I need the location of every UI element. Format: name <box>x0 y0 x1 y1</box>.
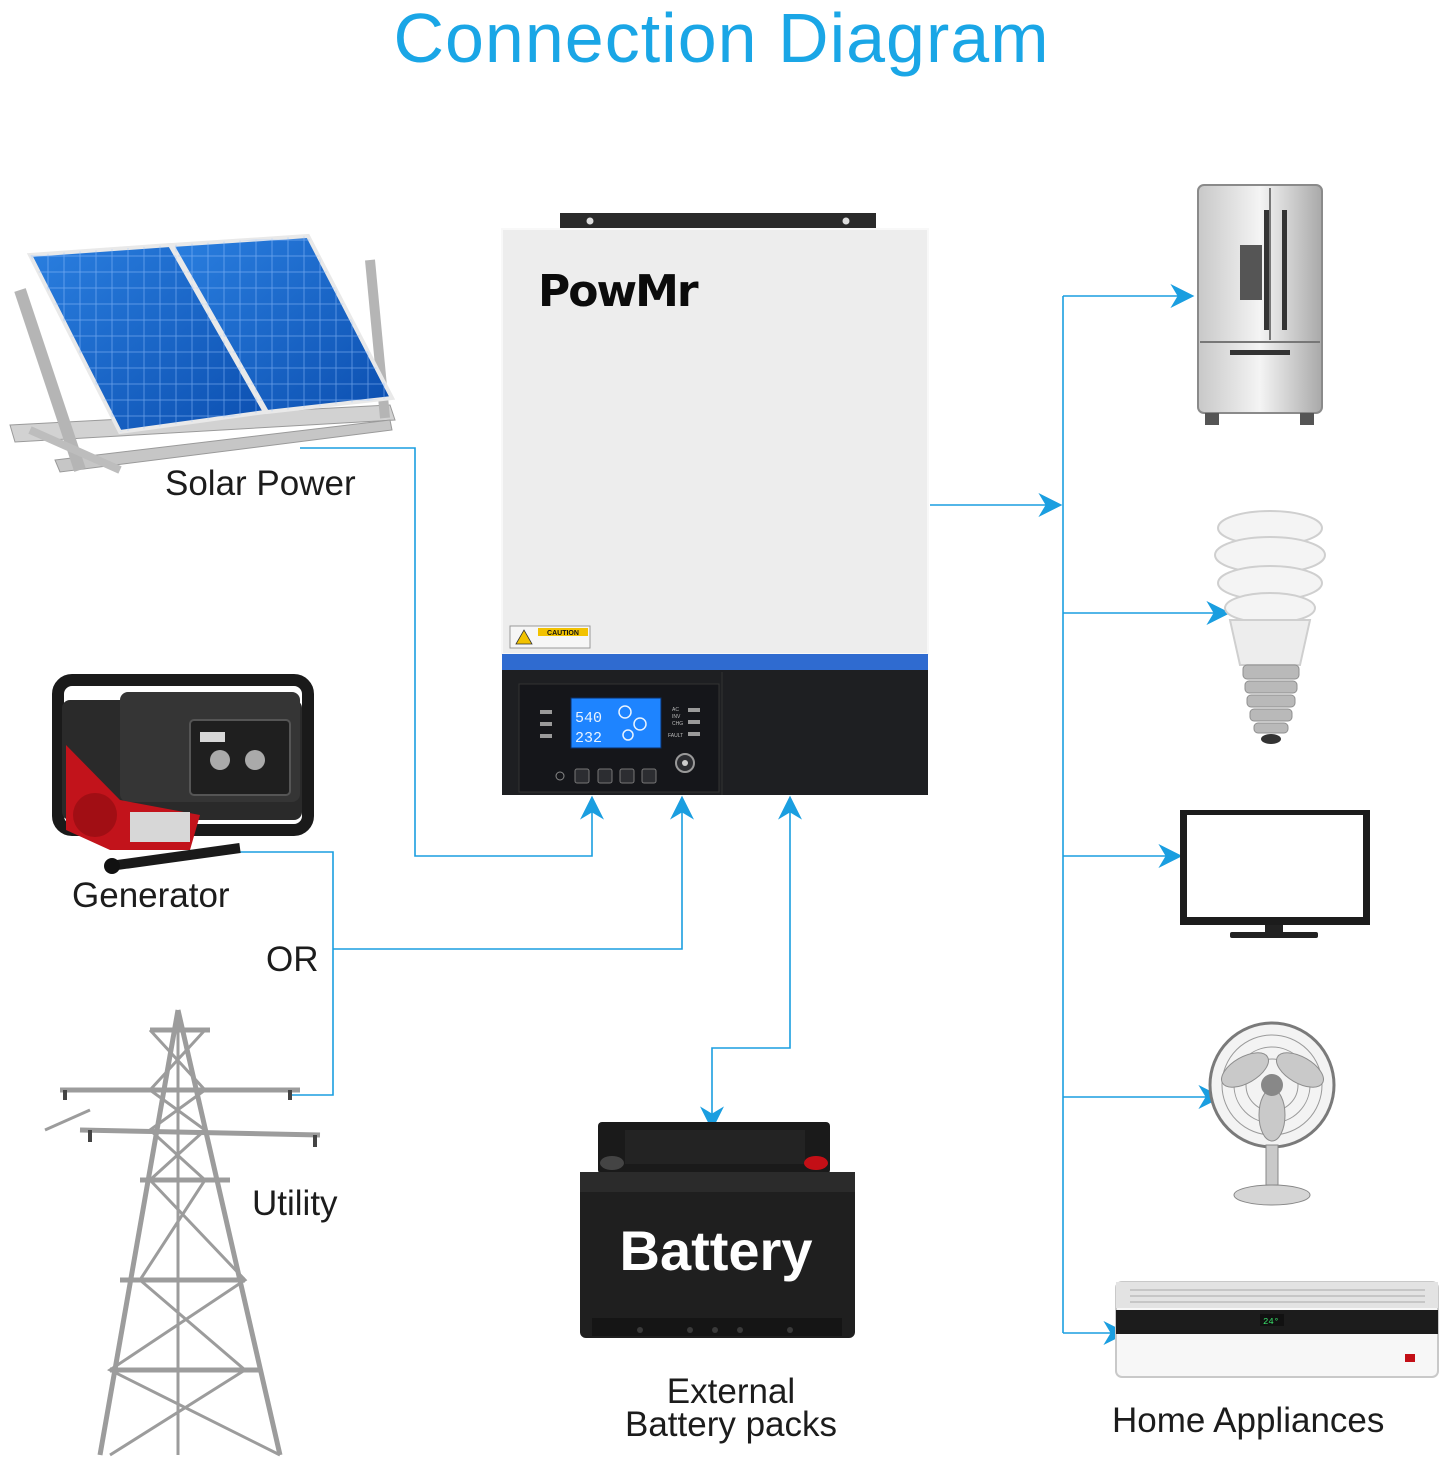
lcd-line-1: 540 <box>575 710 602 727</box>
ac-input-connector <box>333 795 694 950</box>
battery-connector <box>700 795 802 1131</box>
refrigerator-icon <box>1197 184 1323 425</box>
battery-icon <box>580 1122 855 1338</box>
ac-temperature-display: 24° <box>1263 1317 1279 1327</box>
television-icon <box>1180 810 1370 938</box>
light-bulb-icon <box>1214 510 1326 744</box>
connector-lines <box>240 284 1231 1345</box>
page-title: Connection Diagram <box>393 0 1050 77</box>
indicator-chg: CHG <box>672 721 683 727</box>
solar-panel-icon <box>9 233 396 474</box>
external-battery-label-line-1: External <box>666 1372 796 1411</box>
solar-power-label: Solar Power <box>165 464 356 503</box>
generator-icon <box>52 674 314 874</box>
generator-label: Generator <box>72 876 230 915</box>
caution-label: CAUTION <box>547 630 579 637</box>
air-conditioner-icon: 24° <box>1115 1281 1439 1378</box>
or-label: OR <box>266 940 319 979</box>
fan-icon <box>1208 1021 1336 1206</box>
generator-connector <box>240 851 334 1096</box>
lcd-line-2: 232 <box>575 730 602 747</box>
utility-tower-icon <box>44 1009 321 1457</box>
indicator-inv: INV <box>672 714 681 720</box>
inverter-brand-logo: PowMr <box>538 266 699 317</box>
inverter-icon: CAUTION 540 232 AC INV CHG FAULT <box>501 213 929 795</box>
external-battery-label-line-2: Battery packs <box>624 1405 838 1444</box>
battery-label: Battery <box>620 1219 813 1282</box>
solar-connector <box>300 447 604 857</box>
indicator-ac: AC <box>672 707 679 713</box>
indicator-fault: FAULT <box>668 733 683 739</box>
home-appliances-label: Home Appliances <box>1112 1401 1385 1440</box>
utility-label: Utility <box>252 1184 338 1223</box>
